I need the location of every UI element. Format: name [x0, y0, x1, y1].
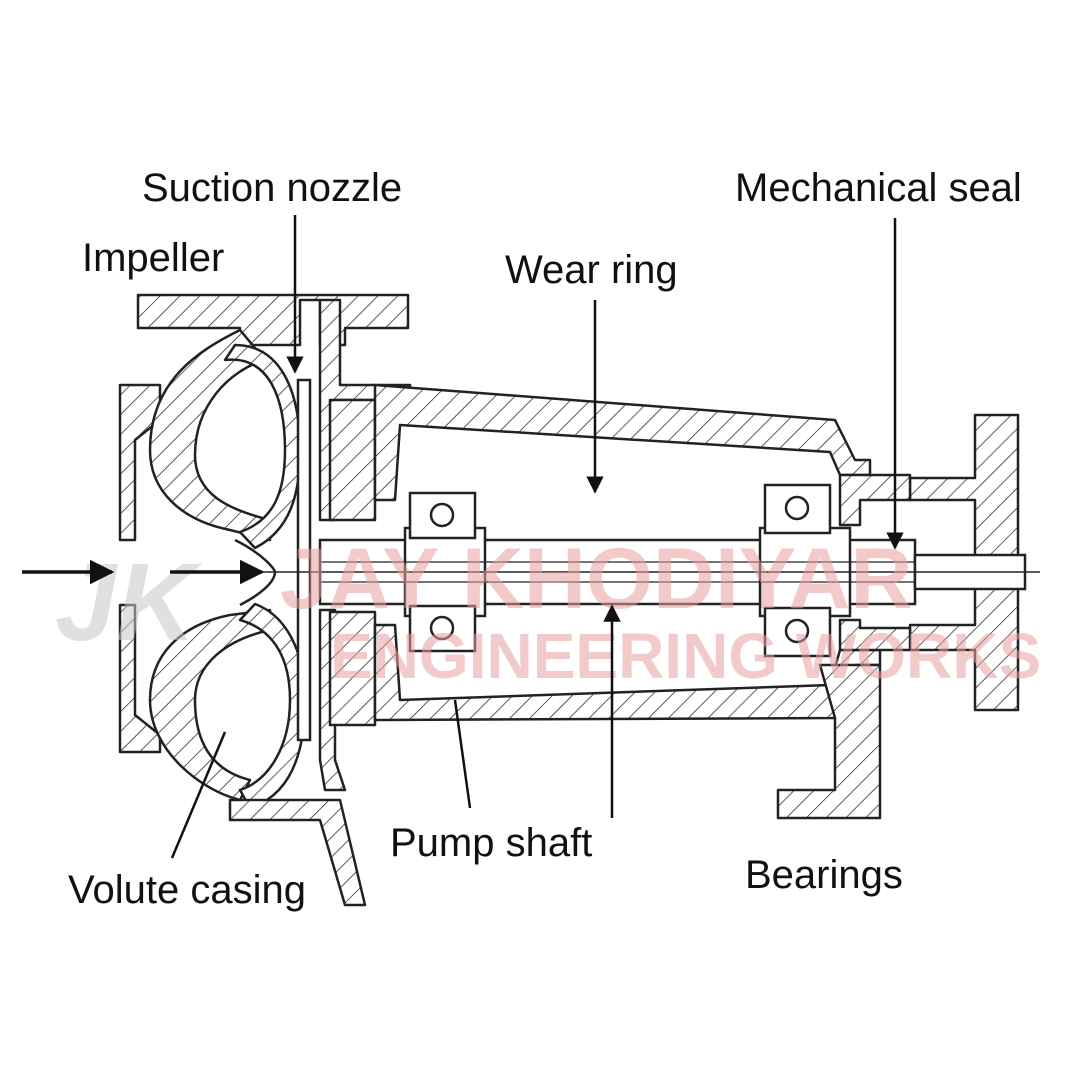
bearing-left-bottom: [408, 604, 477, 653]
seal-housing-upper: [328, 398, 377, 522]
pump-shaft-label: Pump shaft: [390, 821, 593, 865]
bearing-right-top: [763, 483, 832, 535]
seal-cover-lower: [838, 618, 912, 652]
seal-housing-lower: [328, 610, 377, 727]
suction-flange-upper: [118, 383, 162, 542]
seal-cover-upper: [838, 473, 912, 527]
top-flange: [136, 293, 410, 347]
bearing-frame-upper: [373, 383, 872, 502]
bearing-left-top: [408, 491, 477, 540]
bearing-right-bottom: [763, 606, 832, 658]
suction-nozzle-label: Suction nozzle: [142, 166, 403, 210]
watermark-line1: JAY KHODIYAR: [280, 531, 913, 627]
mechanical-seal-label: Mechanical seal: [735, 166, 1022, 210]
bearings-label: Bearings: [745, 853, 903, 897]
bearing-frame-foot: [776, 663, 882, 820]
impeller-upper: [223, 343, 302, 550]
volute-casing-leader: [170, 731, 227, 859]
impeller-label: Impeller: [82, 236, 225, 280]
volute-discharge: [228, 798, 367, 907]
watermark-logo: JK: [55, 541, 203, 664]
volute-casing-label: Volute casing: [68, 868, 306, 912]
wear-ring-label: Wear ring: [505, 248, 678, 292]
pump-shaft-frame-leader: [453, 699, 472, 809]
watermark: JK JAY KHODIYAR ENGINEERING WORKS: [55, 531, 1041, 692]
volute-upper-wall: [148, 328, 272, 542]
watermark-line2: ENGINEERING WORKS: [330, 620, 1041, 692]
impeller-disc: [296, 378, 312, 742]
